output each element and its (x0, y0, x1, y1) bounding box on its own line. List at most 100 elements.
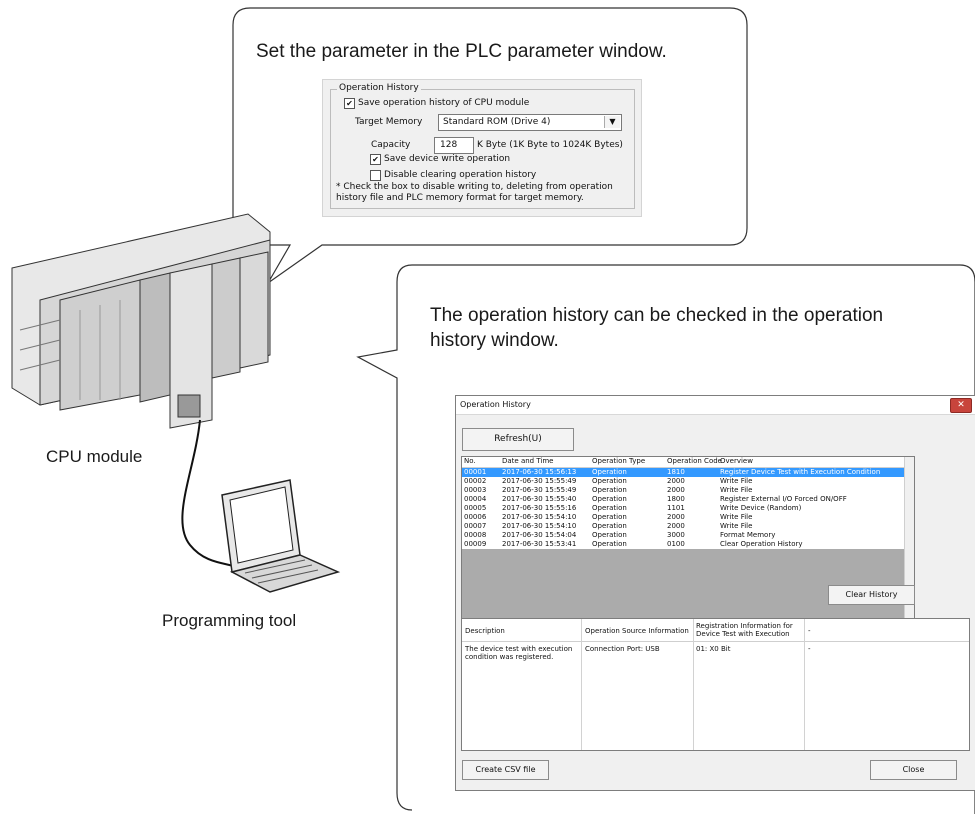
table-cell: Write Device (Random) (720, 504, 802, 512)
detail-header-registration-2: Device Test with Execution (696, 630, 790, 638)
dropdown-arrow-icon[interactable]: ▼ (604, 116, 620, 128)
table-row[interactable]: 00007 2017-06-30 15:54:10 Operation 2000 Wri… (462, 522, 907, 531)
column-header[interactable]: Operation Code (667, 457, 722, 465)
history-list-header: No. Date and Time Operation Type Operation … (462, 457, 907, 468)
laptop-drawing (221, 479, 341, 593)
save-device-write-checkbox[interactable]: ✔ (370, 154, 381, 165)
table-row[interactable]: 00004 2017-06-30 15:55:40 Operation 1800 Reg… (462, 495, 907, 504)
list-scrollbar[interactable] (904, 457, 914, 634)
table-cell: Register External I/O Forced ON/OFF (720, 495, 847, 503)
column-header[interactable]: Overview (720, 457, 753, 465)
table-cell: Register Device Test with Execution Cond… (720, 468, 881, 476)
table-cell: 2017-06-30 15:54:10 (502, 522, 577, 530)
table-cell: Write File (720, 477, 753, 485)
table-cell: Clear Operation History (720, 540, 803, 548)
table-row[interactable]: 00006 2017-06-30 15:54:10 Operation 2000 Wri… (462, 513, 907, 522)
plc-parameter-panel: Operation History ✔ Save operation histo… (322, 79, 642, 217)
detail-registration-value: 01: X0 Bit (696, 645, 731, 653)
table-cell: Format Memory (720, 531, 776, 539)
plc-rack-drawing (11, 213, 271, 429)
table-cell: 2000 (667, 522, 685, 530)
table-cell: Write File (720, 486, 753, 494)
detail-dash-value: - (808, 645, 811, 653)
top-caption: Set the parameter in the PLC parameter w… (256, 41, 667, 62)
table-cell: 2000 (667, 477, 685, 485)
capacity-value: 128 (440, 140, 458, 150)
save-device-write-label: Save device write operation (384, 154, 511, 164)
table-cell: 2017-06-30 15:53:41 (502, 540, 577, 548)
table-cell: 1101 (667, 504, 685, 512)
table-cell: 2017-06-30 15:56:13 (502, 468, 577, 476)
table-row[interactable]: 00005 2017-06-30 15:55:16 Operation 1101 Wri… (462, 504, 907, 513)
table-cell: 00006 (464, 513, 487, 521)
table-cell: Operation (592, 477, 627, 485)
detail-source-value: Connection Port: USB (585, 645, 660, 653)
table-cell: Operation (592, 513, 627, 521)
table-cell: 00005 (464, 504, 487, 512)
table-cell: Operation (592, 540, 627, 548)
table-cell: 0100 (667, 540, 685, 548)
target-memory-select[interactable]: Standard ROM (Drive 4) ▼ (438, 114, 622, 131)
note-line1: * Check the box to disable writing to, d… (336, 182, 613, 192)
column-header[interactable]: Operation Type (592, 457, 646, 465)
history-rows: No. Date and Time Operation Type Operation … (462, 457, 907, 549)
table-cell: 2000 (667, 513, 685, 521)
capacity-label: Capacity (371, 140, 411, 150)
table-cell: 2017-06-30 15:54:04 (502, 531, 577, 539)
window-title: Operation History (460, 400, 531, 409)
table-cell: 1810 (667, 468, 685, 476)
table-row[interactable]: 00001 2017-06-30 15:56:13 Operation 1810 Reg… (462, 468, 907, 477)
table-cell: Operation (592, 522, 627, 530)
capacity-unit: K Byte (1K Byte to 1024K Bytes) (477, 140, 623, 150)
table-row[interactable]: 00009 2017-06-30 15:53:41 Operation 0100 Cle… (462, 540, 907, 549)
programming-tool-label: Programming tool (162, 611, 297, 630)
table-cell: 2017-06-30 15:55:40 (502, 495, 577, 503)
table-cell: 2017-06-30 15:54:10 (502, 513, 577, 521)
detail-header-registration-1: Registration Information for (696, 622, 793, 630)
close-button[interactable]: Close (870, 760, 957, 780)
refresh-button[interactable]: Refresh(U) (462, 428, 574, 451)
operation-history-group: Operation History ✔ Save operation histo… (330, 83, 635, 209)
table-cell: 00007 (464, 522, 487, 530)
table-cell: Operation (592, 504, 627, 512)
table-cell: 2017-06-30 15:55:49 (502, 486, 577, 494)
right-caption-line1: The operation history can be checked in … (430, 305, 884, 326)
table-cell: Operation (592, 486, 627, 494)
save-history-checkbox[interactable]: ✔ (344, 98, 355, 109)
right-caption-line2: history window. (430, 330, 559, 351)
table-cell: 00004 (464, 495, 487, 503)
clear-history-button[interactable]: Clear History (828, 585, 915, 605)
table-cell: Operation (592, 468, 627, 476)
window-close-icon[interactable]: ✕ (950, 398, 972, 413)
table-cell: Write File (720, 522, 753, 530)
detail-description-1: The device test with execution (465, 645, 573, 653)
detail-table: Description Operation Source Information… (461, 618, 970, 751)
table-cell: 2017-06-30 15:55:16 (502, 504, 577, 512)
target-memory-value: Standard ROM (Drive 4) (443, 117, 551, 127)
disable-clearing-checkbox[interactable] (370, 170, 381, 181)
table-cell: Write File (720, 513, 753, 521)
history-list: No. Date and Time Operation Type Operation … (461, 456, 915, 635)
table-cell: 2000 (667, 486, 685, 494)
window-titlebar: Operation History ✕ (456, 396, 975, 415)
table-cell: 00009 (464, 540, 487, 548)
table-row[interactable]: 00002 2017-06-30 15:55:49 Operation 2000 Wri… (462, 477, 907, 486)
detail-header-dash: - (808, 627, 811, 635)
column-header[interactable]: Date and Time (502, 457, 554, 465)
table-cell: 1800 (667, 495, 685, 503)
create-csv-button[interactable]: Create CSV file (462, 760, 549, 780)
table-cell: Operation (592, 531, 627, 539)
target-memory-label: Target Memory (355, 117, 423, 127)
disable-clearing-label: Disable clearing operation history (384, 170, 537, 180)
table-cell: Operation (592, 495, 627, 503)
table-cell: 00001 (464, 468, 487, 476)
detail-header (462, 619, 969, 642)
capacity-input[interactable]: 128 (434, 137, 474, 154)
table-cell: 2017-06-30 15:55:49 (502, 477, 577, 485)
detail-description-2: condition was registered. (465, 653, 554, 661)
table-cell: 00002 (464, 477, 487, 485)
column-header[interactable]: No. (464, 457, 476, 465)
group-title: Operation History (337, 83, 421, 93)
